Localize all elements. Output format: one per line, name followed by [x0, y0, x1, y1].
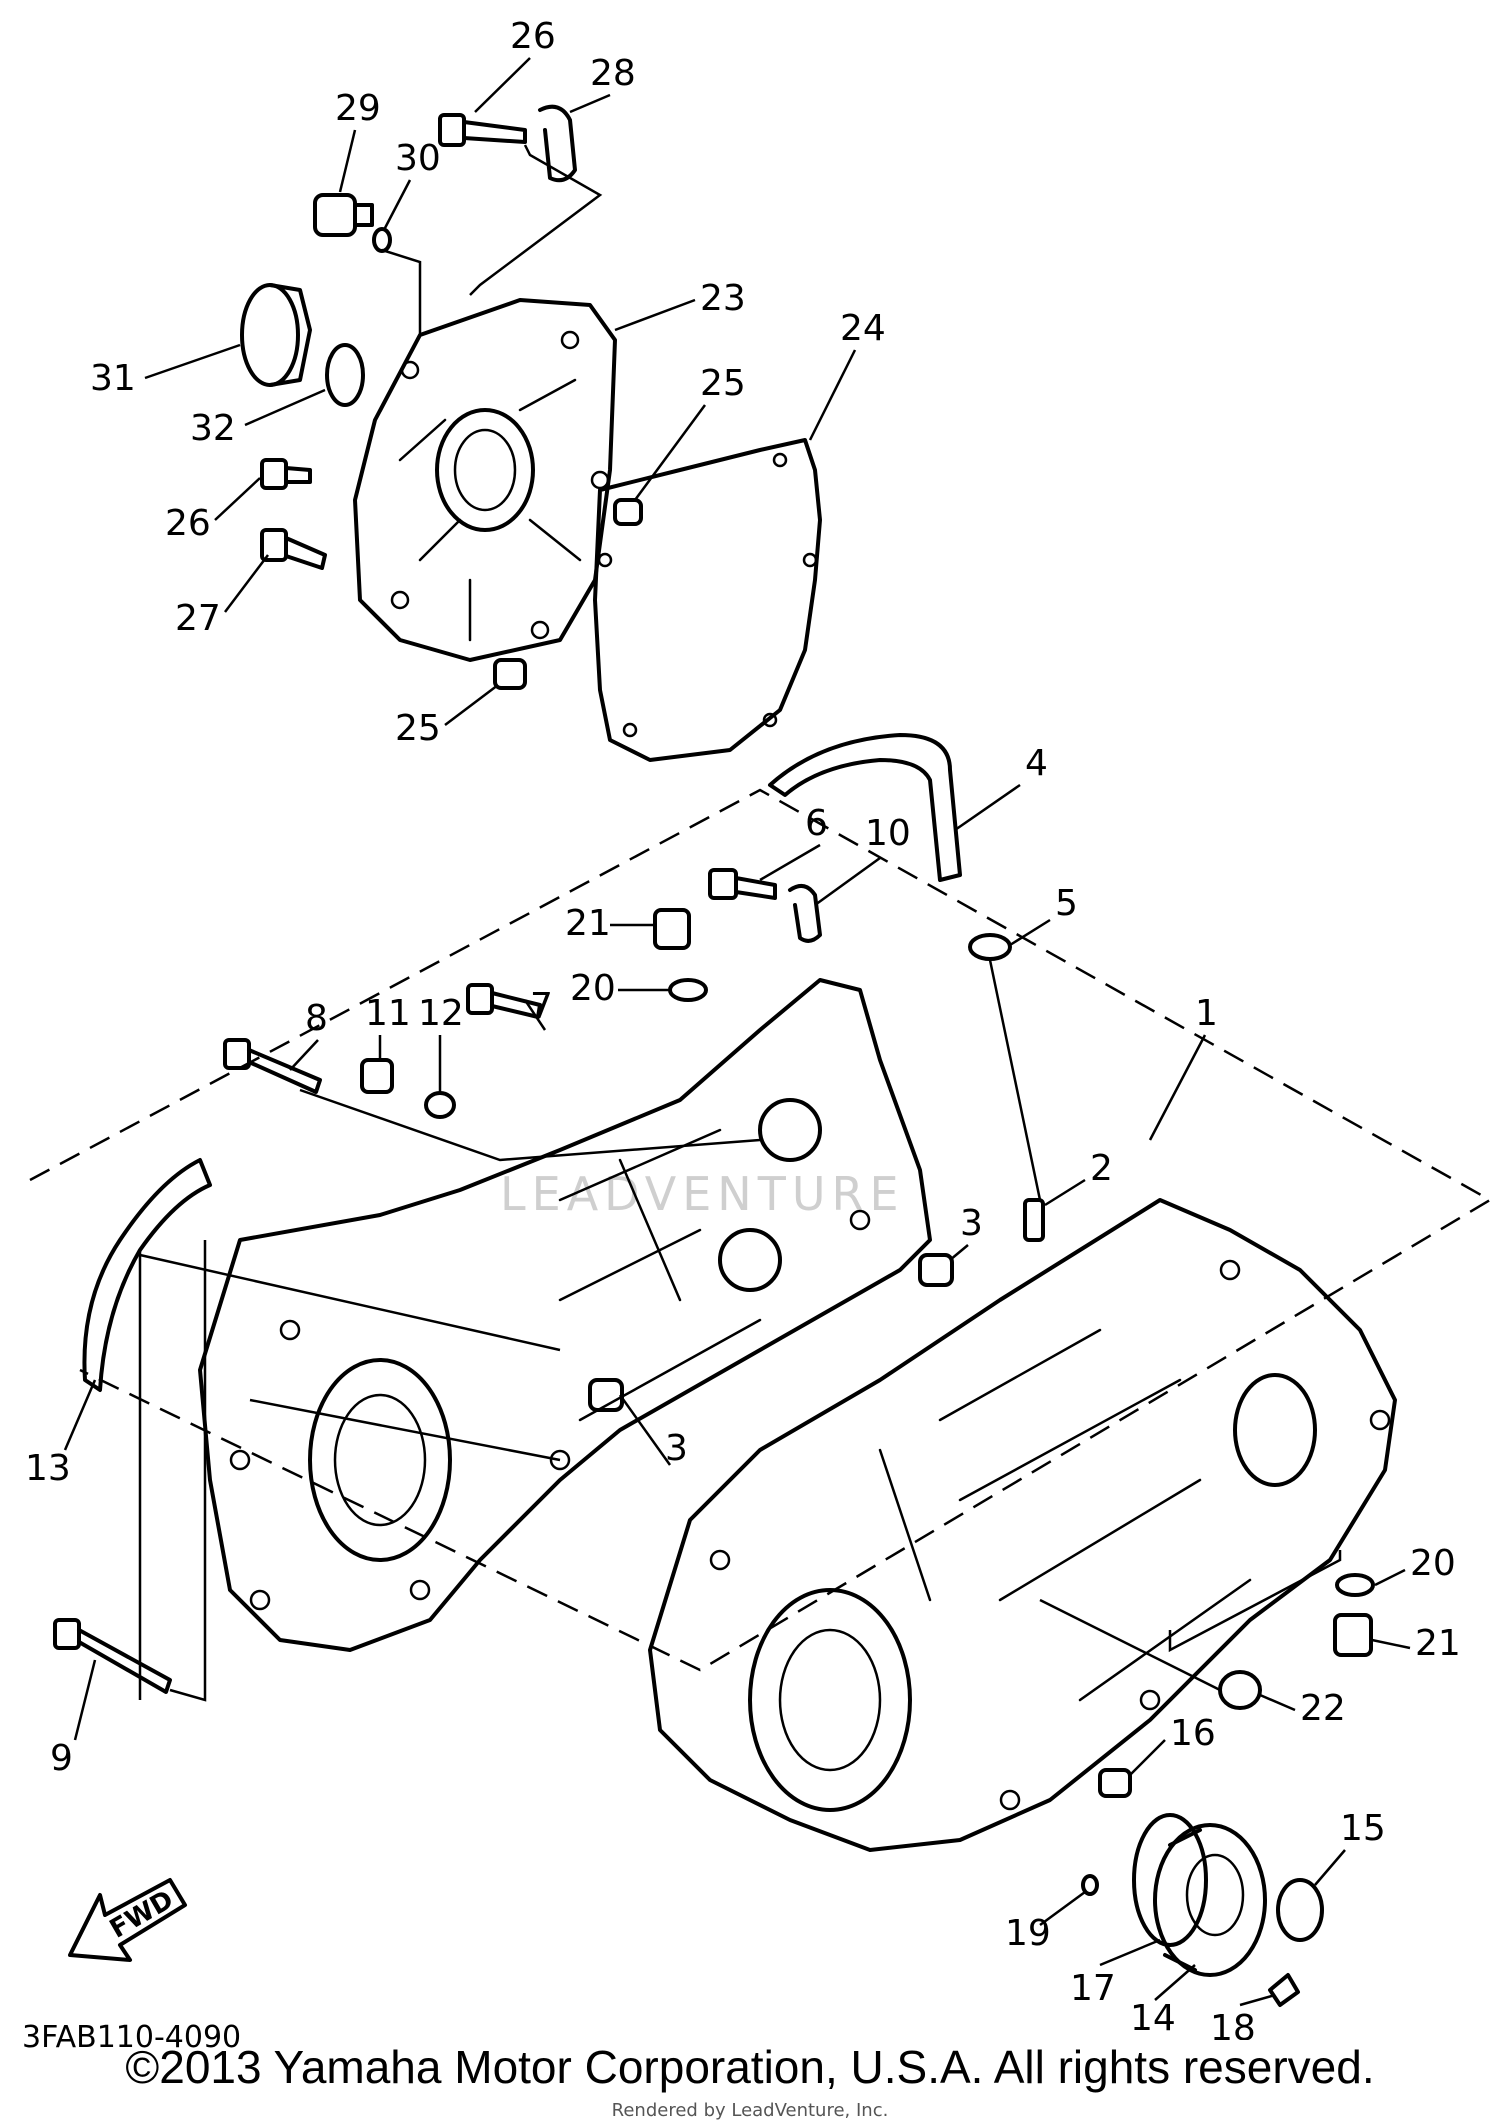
cover-assembly: [240, 104, 822, 762]
callout-6: 6: [805, 803, 828, 844]
callout-3b: 3: [665, 1428, 688, 1469]
dowel-pin: [613, 498, 643, 526]
watermark: LEADVENTURE: [500, 1167, 905, 1221]
crankcase-gasket: [82, 1158, 212, 1392]
callout-5: 5: [1055, 883, 1078, 924]
right-crankcase: [648, 1198, 1397, 1852]
bearing-housing: [1153, 1823, 1267, 1977]
callout-10: 10: [865, 813, 911, 854]
breather-hose-assembly: [653, 733, 1045, 1242]
oil-filler-cap: [240, 283, 300, 387]
crankcase-boundary: [29, 788, 1493, 1672]
left-bearing-boss: [308, 1358, 452, 1562]
oil-seal: [1218, 1670, 1262, 1710]
callout-25b: 25: [395, 708, 441, 749]
drain-gasket: [668, 978, 708, 1002]
dowel-pin: [918, 1253, 954, 1287]
callout-27: 27: [175, 598, 221, 639]
cap-o-ring: [325, 343, 365, 407]
union-bolt: [1023, 1198, 1045, 1242]
dowel-pin: [493, 658, 527, 690]
housing-oil-seal: [1276, 1878, 1324, 1942]
callout-15: 15: [1340, 1808, 1386, 1849]
right-bearing-boss: [748, 1588, 912, 1812]
dowel-pin: [588, 1378, 624, 1412]
o-ring: [372, 227, 392, 253]
oil-level-plug: [313, 193, 357, 237]
left-crankcase: [198, 978, 932, 1652]
left-case-hole: [758, 1098, 822, 1162]
callout-32: 32: [190, 408, 236, 449]
hose-clamp: [968, 933, 1012, 961]
cover-bolt: [438, 113, 466, 147]
callout-13: 13: [25, 1448, 71, 1489]
drain-gasket: [1335, 1573, 1375, 1597]
callout-7: 7: [530, 986, 553, 1027]
callout-1: 1: [1195, 993, 1218, 1034]
callout-26b: 26: [165, 503, 211, 544]
callout-18: 18: [1210, 2008, 1256, 2040]
callout-21: 21: [565, 903, 611, 944]
callout-2: 2: [1090, 1148, 1113, 1189]
callout-8: 8: [305, 998, 328, 1039]
callout-14: 14: [1130, 1998, 1176, 2039]
callout-21b: 21: [1415, 1623, 1461, 1664]
crankcase-exploded-diagram: LEADVENTURE: [25, 16, 1493, 2040]
pin-19: [1081, 1874, 1099, 1896]
wire-clamp: [538, 104, 577, 183]
crankcase-cover: [353, 298, 617, 662]
washer-12: [424, 1091, 456, 1119]
callout-3: 3: [960, 1203, 983, 1244]
bolt-7: [466, 983, 494, 1015]
copyright-text: ©2013 Yamaha Motor Corporation, U.S.A. A…: [125, 2041, 1375, 2093]
crankcase-assembly: [29, 788, 1493, 2007]
cover-bearing-boss: [435, 408, 535, 532]
callout-28: 28: [590, 53, 636, 94]
rendered-by-text: Rendered by LeadVenture, Inc.: [611, 2100, 889, 2121]
plug-11: [360, 1058, 394, 1094]
screw-18: [1268, 1973, 1300, 2007]
callout-23: 23: [700, 278, 746, 319]
callout-30: 30: [395, 138, 441, 179]
callout-16: 16: [1170, 1713, 1216, 1754]
callout-25: 25: [700, 363, 746, 404]
right-seal-boss: [1233, 1373, 1317, 1487]
callout-4: 4: [1025, 743, 1048, 784]
breather-hose: [768, 733, 962, 882]
bolt-8: [223, 1038, 251, 1070]
bolt-9: [53, 1618, 81, 1650]
housing-o-ring: [1132, 1813, 1208, 1947]
callout-12: 12: [418, 993, 464, 1034]
left-case-hole: [718, 1228, 782, 1292]
dowel-pin: [1098, 1768, 1132, 1798]
fwd-arrow-icon: [68, 1878, 187, 1962]
drain-plug: [1333, 1613, 1373, 1657]
callouts: 26 28 29 30 23 31 32 24 25 26 27 25 4 6 …: [25, 16, 1461, 2040]
fwd-arrow: FWD: [68, 1878, 187, 1962]
callout-24: 24: [840, 308, 886, 349]
cover-bolt: [260, 458, 288, 490]
bolt-6: [708, 868, 738, 900]
callout-20: 20: [570, 968, 616, 1009]
callout-17: 17: [1070, 1968, 1116, 2009]
callout-22: 22: [1300, 1688, 1346, 1729]
clamp-10: [788, 884, 822, 943]
cover-bolt-long: [260, 528, 288, 562]
callout-31: 31: [90, 358, 136, 399]
callout-26: 26: [510, 16, 556, 57]
drain-plug: [653, 908, 691, 950]
cover-gasket: [593, 438, 822, 762]
callout-19: 19: [1005, 1913, 1051, 1954]
callout-9: 9: [50, 1738, 73, 1779]
callout-29: 29: [335, 88, 381, 129]
callout-11: 11: [365, 993, 411, 1034]
callout-20b: 20: [1410, 1543, 1456, 1584]
diagram-code: 3FAB110-4090: [22, 2020, 242, 2055]
